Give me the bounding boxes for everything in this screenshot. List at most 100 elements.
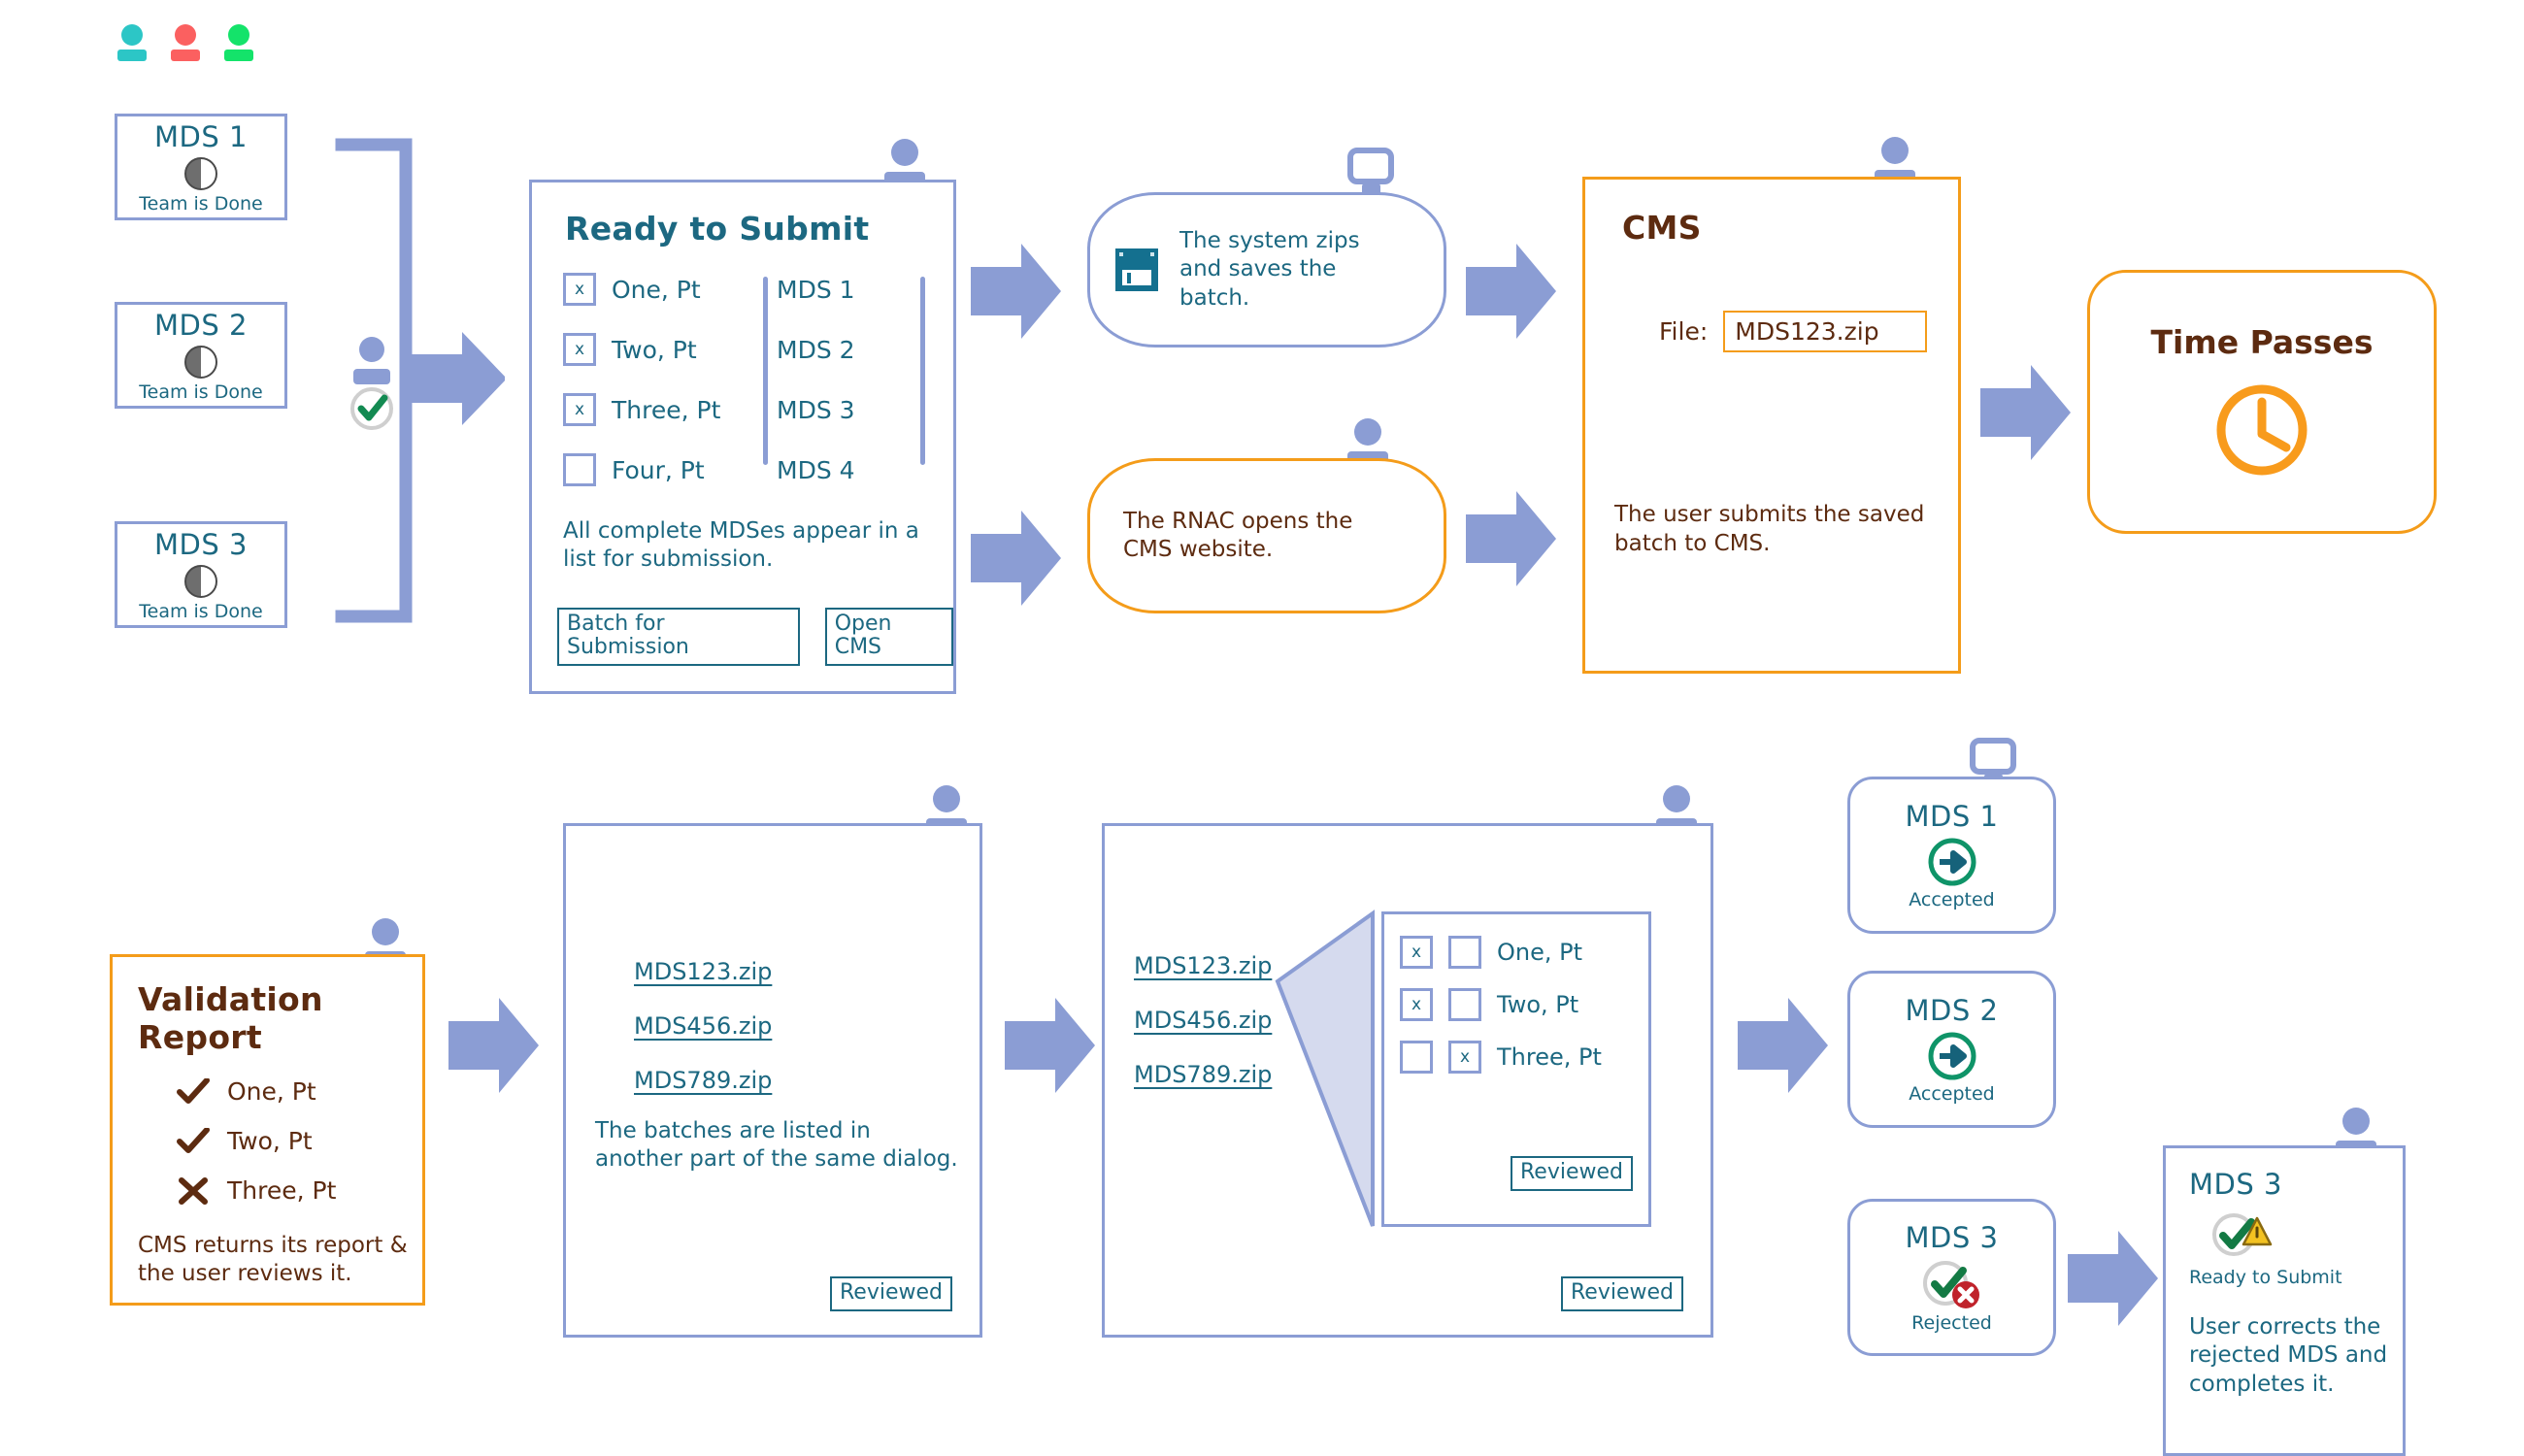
file-name-field[interactable]: MDS123.zip	[1723, 311, 1928, 352]
person-green-icon	[224, 24, 253, 61]
flyout-row[interactable]: x Three, Pt	[1400, 1041, 1602, 1074]
review-panel[interactable]: MDS123.zip MDS456.zip MDS789.zip x One, …	[1102, 823, 1713, 1338]
half-moon-icon	[184, 345, 217, 379]
panel-title: Ready to Submit	[565, 210, 870, 248]
correction-status: Ready to Submit	[2189, 1267, 2342, 1288]
cross-icon	[179, 1176, 208, 1205]
submit-row[interactable]: x One, Pt MDS 1	[563, 273, 855, 306]
batch-link[interactable]: MDS789.zip	[634, 1067, 773, 1094]
flyout-left-checkbox[interactable]: x	[1400, 988, 1433, 1021]
row-mds: MDS 1	[777, 275, 855, 304]
mds-card-title: MDS 1	[154, 119, 248, 153]
arrow-review-to-results	[1738, 992, 1830, 1103]
validation-row: Two, Pt	[177, 1127, 399, 1155]
flyout-right-checkbox[interactable]: x	[1448, 1041, 1481, 1074]
result-card-3[interactable]: MDS 3 Rejected	[1847, 1199, 2056, 1356]
correction-panel[interactable]: MDS 3 Ready to Submit User corrects the …	[2163, 1145, 2406, 1456]
flyout-right-checkbox[interactable]	[1448, 936, 1481, 969]
flyout-row-patient: One, Pt	[1497, 939, 1583, 966]
zip-step-text: The system zips and saves the batch.	[1179, 227, 1360, 311]
batch-link[interactable]: MDS456.zip	[1134, 1007, 1273, 1034]
validation-row-patient: One, Pt	[227, 1077, 316, 1106]
flyout-left-checkbox[interactable]: x	[1400, 936, 1433, 969]
result-card-1[interactable]: MDS 1 Accepted	[1847, 777, 2056, 934]
arrow-validation-to-batchlist	[448, 992, 541, 1103]
batch-link[interactable]: MDS789.zip	[1134, 1061, 1273, 1088]
result-status: Accepted	[1909, 889, 1995, 910]
result-title: MDS 2	[1905, 994, 1999, 1027]
mds-card-status: Team is Done	[139, 381, 263, 403]
validation-report-panel[interactable]: Validation Report One, Pt Two, Pt Three,…	[110, 954, 425, 1306]
file-label: File:	[1659, 317, 1709, 346]
mds-source-card-3[interactable]: MDS 3 Team is Done	[115, 521, 287, 628]
right-arrow-icon	[448, 998, 539, 1093]
row-mds: MDS 2	[777, 335, 855, 364]
right-arrow-icon	[1005, 998, 1095, 1093]
mds-source-card-1[interactable]: MDS 1 Team is Done	[115, 114, 287, 220]
person-icon	[350, 337, 393, 430]
result-card-2[interactable]: MDS 2 Accepted	[1847, 971, 2056, 1128]
validation-row-patient: Two, Pt	[227, 1127, 313, 1155]
result-status: Rejected	[1911, 1312, 1992, 1334]
panel-title: CMS	[1622, 209, 1702, 247]
flyout-pointer	[1275, 910, 1375, 1227]
team-icons-group	[115, 21, 280, 66]
row-checkbox[interactable]	[563, 453, 596, 486]
right-arrow-icon	[971, 244, 1061, 339]
flyout-reviewed-button[interactable]: Reviewed	[1511, 1155, 1633, 1191]
check-with-red-x-icon	[1922, 1261, 1979, 1308]
flyout-row[interactable]: x One, Pt	[1400, 936, 1602, 969]
row-checkbox[interactable]: x	[563, 273, 596, 306]
rnac-step-shape[interactable]: The RNAC opens the CMS website.	[1087, 458, 1446, 613]
green-arrow-circle-icon	[1928, 1032, 1976, 1080]
row-patient: Two, Pt	[612, 335, 697, 364]
batch-link[interactable]: MDS123.zip	[1134, 952, 1273, 979]
row-checkbox[interactable]: x	[563, 333, 596, 366]
zip-step-shape[interactable]: The system zips and saves the batch.	[1087, 192, 1446, 347]
reviewed-button[interactable]: Reviewed	[830, 1275, 952, 1311]
correction-note: User corrects the rejected MDS and compl…	[2189, 1314, 2388, 1397]
flyout-left-checkbox[interactable]	[1400, 1041, 1433, 1074]
arrow-zip-to-cms	[1466, 238, 1558, 348]
half-moon-icon	[184, 564, 217, 598]
arrow-to-zip-step	[971, 238, 1063, 348]
green-arrow-circle-icon	[1928, 838, 1976, 886]
open-cms-button[interactable]: Open CMS	[824, 607, 953, 666]
batch-link[interactable]: MDS456.zip	[634, 1012, 773, 1040]
merge-connector	[282, 126, 507, 654]
flyout-panel[interactable]: x One, Pt x Two, Pt x Three, Pt Reviewed	[1381, 911, 1651, 1227]
flyout-right-checkbox[interactable]	[1448, 988, 1481, 1021]
panel-note: All complete MDSes appear in a list for …	[563, 518, 919, 573]
result-title: MDS 1	[1905, 800, 1999, 833]
batch-for-submission-button[interactable]: Batch for Submission	[557, 607, 800, 666]
clock-icon	[2216, 384, 2308, 475]
flyout-row-patient: Three, Pt	[1497, 1043, 1602, 1071]
merge-bracket	[335, 138, 507, 623]
submit-row[interactable]: x Two, Pt MDS 2	[563, 333, 855, 366]
check-with-warning-icon	[2212, 1213, 2273, 1256]
check-icon	[177, 1077, 210, 1104]
row-patient: Four, Pt	[612, 455, 705, 484]
half-moon-icon	[184, 156, 217, 190]
result-status: Accepted	[1909, 1083, 1995, 1105]
ready-to-submit-panel[interactable]: Ready to Submit x One, Pt MDS 1 x Two, P…	[529, 180, 956, 694]
row-checkbox[interactable]: x	[563, 393, 596, 426]
batch-list-panel[interactable]: MDS123.zip MDS456.zip MDS789.zip The bat…	[563, 823, 982, 1338]
person-teal-icon	[117, 24, 147, 61]
submit-row[interactable]: x Three, Pt MDS 3	[563, 393, 855, 426]
batch-link[interactable]: MDS123.zip	[634, 958, 773, 985]
mds-card-title: MDS 2	[154, 308, 248, 342]
arrow-rejected-to-correction	[2068, 1225, 2160, 1336]
flyout-row[interactable]: x Two, Pt	[1400, 988, 1602, 1021]
rnac-step-text: The RNAC opens the CMS website.	[1123, 508, 1353, 562]
time-passes-shape[interactable]: Time Passes	[2087, 270, 2437, 534]
merge-actor	[345, 335, 403, 446]
time-passes-title: Time Passes	[2150, 322, 2374, 361]
submit-row[interactable]: Four, Pt MDS 4	[563, 453, 855, 486]
cms-panel[interactable]: CMS File: MDS123.zip The user submits th…	[1582, 177, 1961, 674]
mds-source-card-2[interactable]: MDS 2 Team is Done	[115, 302, 287, 409]
mds-card-status: Team is Done	[139, 600, 263, 622]
reviewed-button[interactable]: Reviewed	[1561, 1275, 1683, 1311]
right-arrow-icon	[1466, 244, 1556, 339]
